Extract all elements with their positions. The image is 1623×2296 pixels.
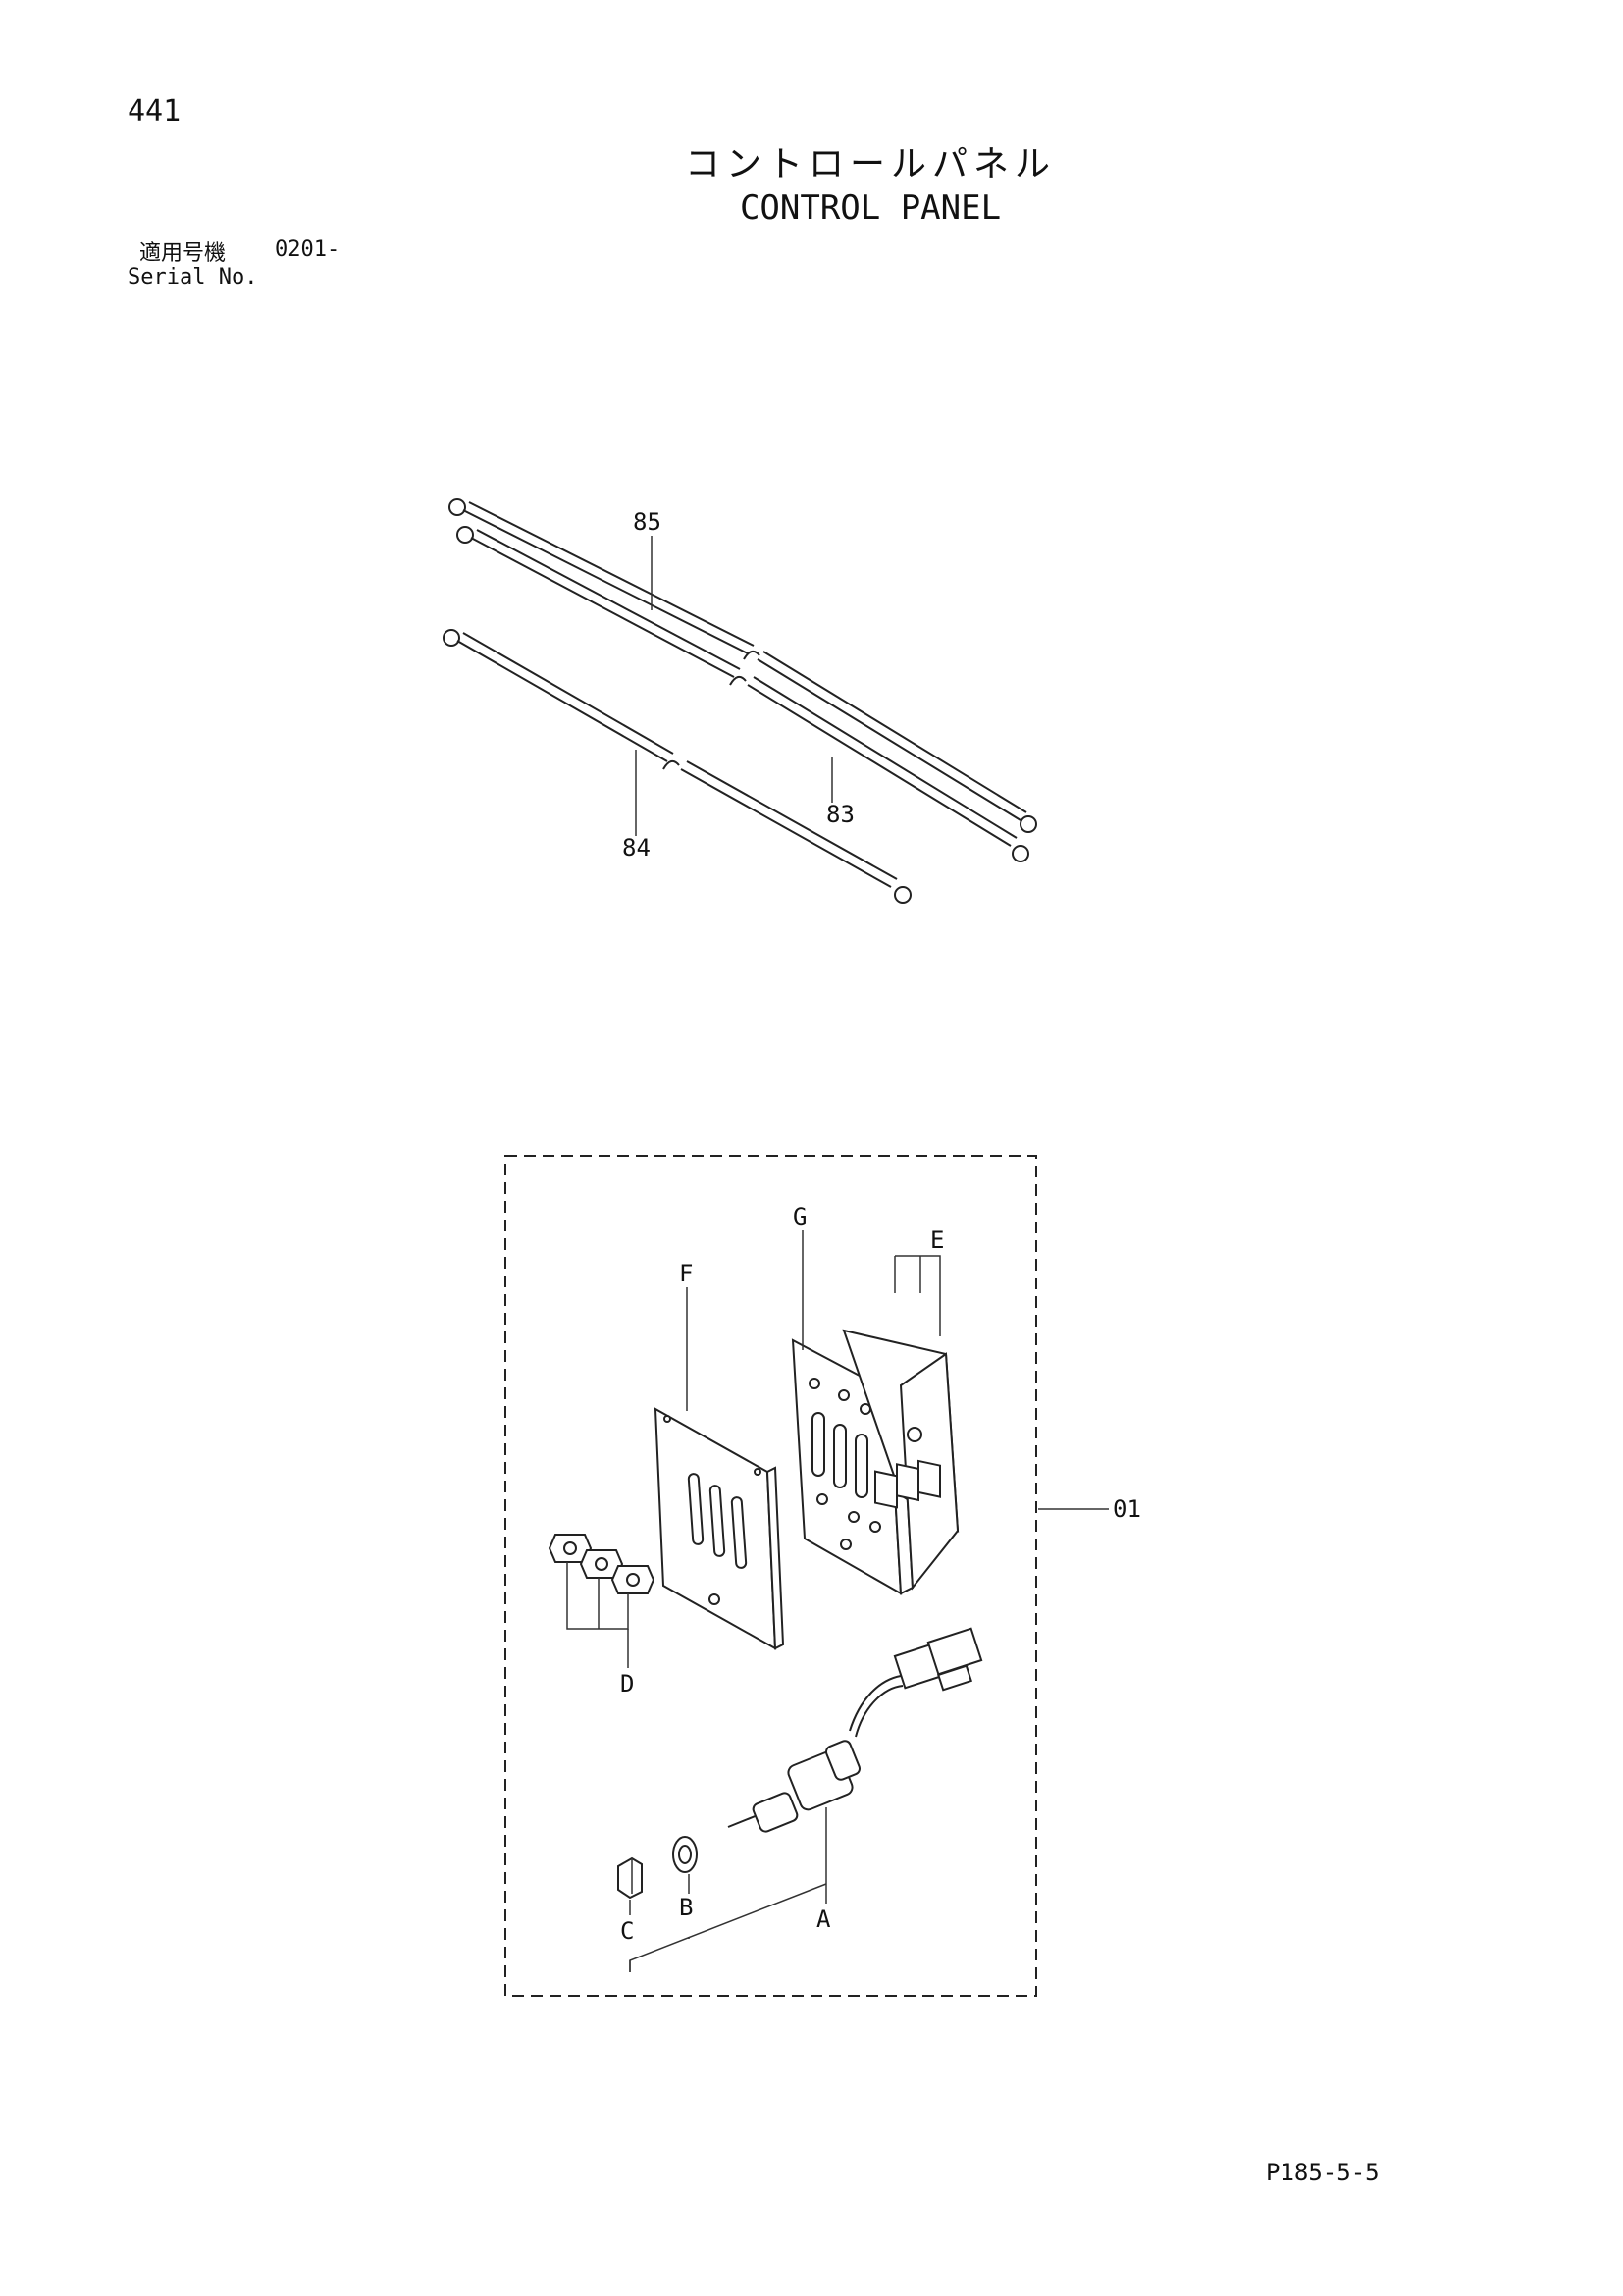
rod-83: [456, 526, 1029, 862]
page-title-japanese: コントロールパネル: [684, 144, 1056, 184]
cover-plate-f: [654, 1407, 785, 1650]
callout-f: F: [679, 1260, 693, 1287]
callout-c: C: [620, 1917, 634, 1945]
assembly-boundary: [504, 1155, 1037, 1997]
page-number: 441: [128, 94, 182, 129]
callout-d: D: [620, 1670, 634, 1697]
callout-e: E: [930, 1226, 944, 1254]
callout-83: 83: [826, 801, 855, 828]
rod-84: [443, 629, 912, 904]
knob-c: [617, 1856, 643, 1900]
knob-set-d: [548, 1534, 655, 1594]
leader-d: [566, 1562, 629, 1630]
group-bracket-abc: [629, 1883, 827, 1972]
nut-b: [672, 1836, 698, 1873]
switch-bracket-g: [791, 1329, 960, 1595]
callout-g: G: [793, 1203, 807, 1230]
page-code: P185-5-5: [1266, 2159, 1380, 2186]
leader-e: [895, 1255, 941, 1336]
callout-a: A: [816, 1905, 831, 1933]
serial-value: 0201-: [275, 237, 340, 262]
callout-84: 84: [622, 834, 651, 861]
callout-85: 85: [633, 508, 661, 536]
callout-01: 01: [1113, 1495, 1141, 1523]
rod-85: [448, 498, 1037, 833]
serial-label-japanese: 適用号機: [139, 241, 227, 266]
page-title-english: CONTROL PANEL: [739, 188, 1002, 228]
serial-label-english: Serial No.: [128, 265, 258, 289]
rotary-switch-a: [727, 1627, 983, 1833]
callout-b: B: [679, 1894, 693, 1921]
